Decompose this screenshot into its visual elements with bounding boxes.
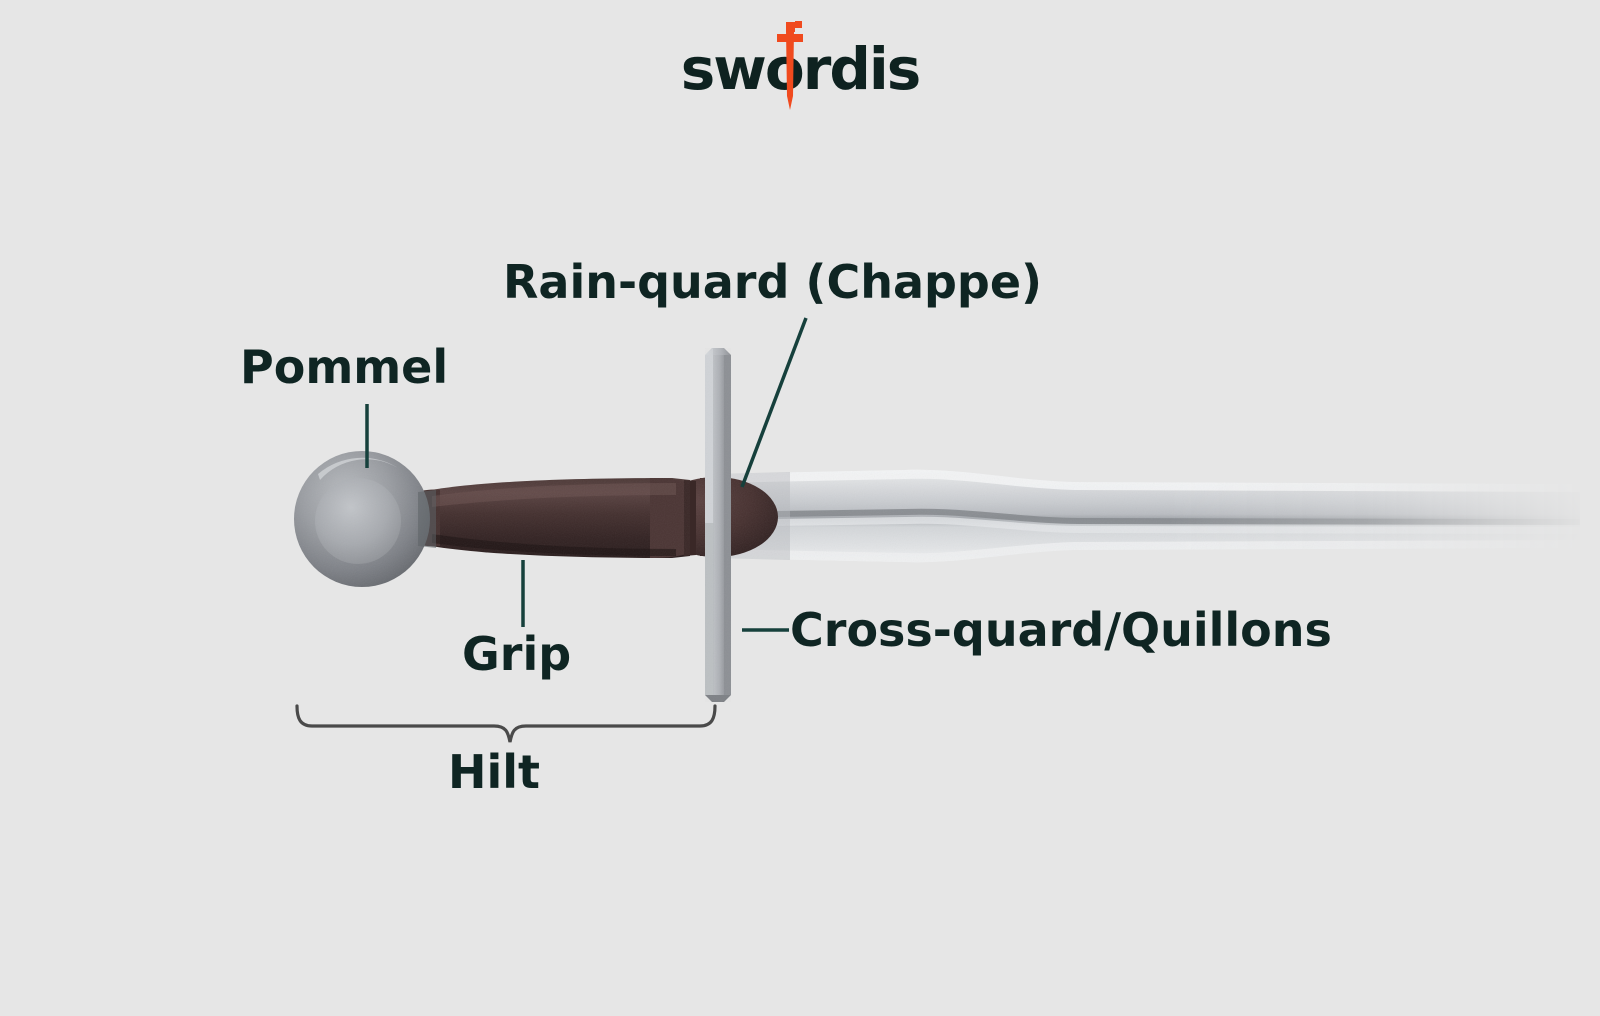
label-cross-guard: Cross-quard/Quillons — [790, 603, 1332, 657]
blade — [712, 469, 1580, 563]
label-grip: Grip — [462, 627, 572, 681]
label-hilt: Hilt — [448, 745, 541, 799]
label-rain-guard: Rain-quard (Chappe) — [503, 255, 1043, 309]
cross-guard-part — [705, 348, 731, 702]
label-pommel: Pommel — [240, 340, 449, 394]
logo-text-before: sw — [680, 35, 767, 103]
leader-line-rain-guard — [740, 317, 808, 488]
pommel-part — [294, 451, 436, 587]
hilt-brace — [295, 704, 717, 743]
logo-text-after: rdis — [802, 35, 922, 103]
logo-letter-o: o — [764, 35, 805, 103]
grip-part — [410, 478, 696, 558]
